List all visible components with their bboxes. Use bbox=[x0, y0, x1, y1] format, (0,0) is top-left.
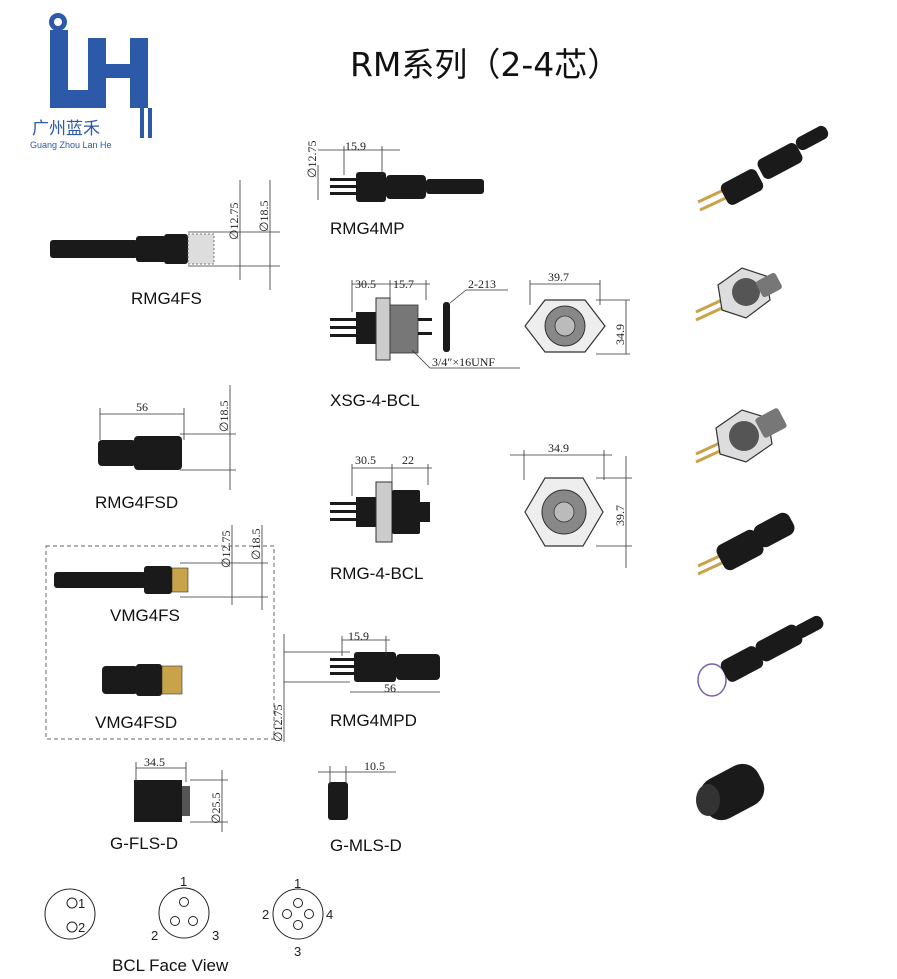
dim-bcl-l1: 30.5 bbox=[355, 453, 376, 467]
svg-text:3: 3 bbox=[294, 944, 301, 959]
gmlsd-drawing: 10.5 bbox=[318, 759, 396, 820]
svg-text:2: 2 bbox=[262, 907, 269, 922]
svg-text:4: 4 bbox=[326, 907, 333, 922]
face-view-3pin: 1 2 3 bbox=[151, 874, 219, 943]
dim-mpd-l1: 15.9 bbox=[348, 629, 369, 643]
svg-text:3: 3 bbox=[212, 928, 219, 943]
svg-text:1: 1 bbox=[78, 896, 85, 911]
label-gflsd: G-FLS-D bbox=[110, 834, 178, 853]
render-g-cap bbox=[696, 763, 765, 821]
label-face-view: BCL Face View bbox=[112, 956, 229, 975]
dim-bcl-height: 39.7 bbox=[613, 505, 627, 526]
svg-text:1: 1 bbox=[180, 874, 187, 889]
dim-xsg-l1: 30.5 bbox=[355, 277, 376, 291]
dim-bcl-width: 34.9 bbox=[548, 441, 569, 455]
label-gmlsd: G-MLS-D bbox=[330, 836, 402, 855]
label-rmg4mp: RMG4MP bbox=[330, 219, 405, 238]
dim-vfs-d1: ∅12.75 bbox=[219, 531, 233, 568]
rmg4fs-drawing: ∅12.75 ∅18.5 bbox=[50, 180, 280, 290]
svg-text:2: 2 bbox=[78, 920, 85, 935]
render-vmg4fs bbox=[697, 512, 795, 576]
svg-text:1: 1 bbox=[294, 876, 301, 891]
dim-fs-d2: ∅18.5 bbox=[257, 201, 271, 232]
vmg4fsd-drawing bbox=[102, 664, 183, 696]
dim-mp-diameter: ∅12.75 bbox=[305, 141, 319, 178]
render-rmg4mp bbox=[697, 125, 829, 212]
svg-text:2: 2 bbox=[151, 928, 158, 943]
rmg4mpd-drawing: 15.9 56 ∅12.75 bbox=[271, 629, 440, 742]
dim-xsg-l2: 15.7 bbox=[393, 277, 414, 291]
dim-xsg-oring: 2-213 bbox=[468, 277, 496, 291]
render-rmg4mpd bbox=[697, 615, 824, 697]
logo-english-text: Guang Zhou Lan He bbox=[30, 140, 112, 150]
vmg4fs-drawing: ∅12.75 ∅18.5 bbox=[54, 525, 268, 610]
render-rmg4bcl bbox=[695, 408, 787, 464]
rmg4fsd-drawing: 56 ∅18.5 bbox=[98, 385, 236, 490]
label-vmg4fsd: VMG4FSD bbox=[95, 713, 177, 732]
label-rmg4fsd: RMG4FSD bbox=[95, 493, 178, 512]
render-xsg4bcl bbox=[695, 267, 782, 322]
dim-fs-d1: ∅12.75 bbox=[227, 203, 241, 240]
xsg4bcl-drawing: 30.5 15.7 2-213 3/4″×16UNF 39.7 34.9 bbox=[330, 270, 630, 369]
dim-mpd-diameter: ∅12.75 bbox=[271, 705, 285, 742]
dim-vfs-d2: ∅18.5 bbox=[249, 529, 263, 560]
face-view-4pin: 1 2 3 4 bbox=[262, 876, 333, 959]
rmg4bcl-drawing: 30.5 22 34.9 39.7 bbox=[330, 441, 632, 568]
dim-fls-length: 34.5 bbox=[144, 755, 165, 769]
dim-mp-length: 15.9 bbox=[345, 139, 366, 153]
face-view-2pin: 1 2 bbox=[44, 888, 96, 940]
dim-xsg-width: 39.7 bbox=[548, 270, 569, 284]
dim-mpd-l2: 56 bbox=[384, 681, 396, 695]
gflsd-drawing: 34.5 ∅25.5 bbox=[134, 755, 228, 832]
dim-fls-diameter: ∅25.5 bbox=[209, 793, 223, 824]
label-vmg4fs: VMG4FS bbox=[110, 606, 180, 625]
company-logo: 广州蓝禾 Guang Zhou Lan He bbox=[30, 13, 152, 150]
dim-bcl-l2: 22 bbox=[402, 453, 414, 467]
dim-fsd-diameter: ∅18.5 bbox=[217, 401, 231, 432]
label-xsg4bcl: XSG-4-BCL bbox=[330, 391, 420, 410]
label-rmg4mpd: RMG4MPD bbox=[330, 711, 417, 730]
logo-chinese-text: 广州蓝禾 bbox=[32, 119, 100, 139]
vmg-group-box bbox=[45, 545, 275, 740]
page-title: RM系列（2-4芯） bbox=[350, 45, 620, 84]
dim-xsg-thread: 3/4″×16UNF bbox=[432, 355, 495, 369]
dim-xsg-height: 34.9 bbox=[613, 324, 627, 345]
dim-fsd-length: 56 bbox=[136, 400, 148, 414]
label-rmg4fs: RMG4FS bbox=[131, 289, 202, 308]
dim-mls-length: 10.5 bbox=[364, 759, 385, 773]
rmg4mp-drawing: 15.9 ∅12.75 bbox=[305, 139, 484, 202]
label-rmg4bcl: RMG-4-BCL bbox=[330, 564, 424, 583]
